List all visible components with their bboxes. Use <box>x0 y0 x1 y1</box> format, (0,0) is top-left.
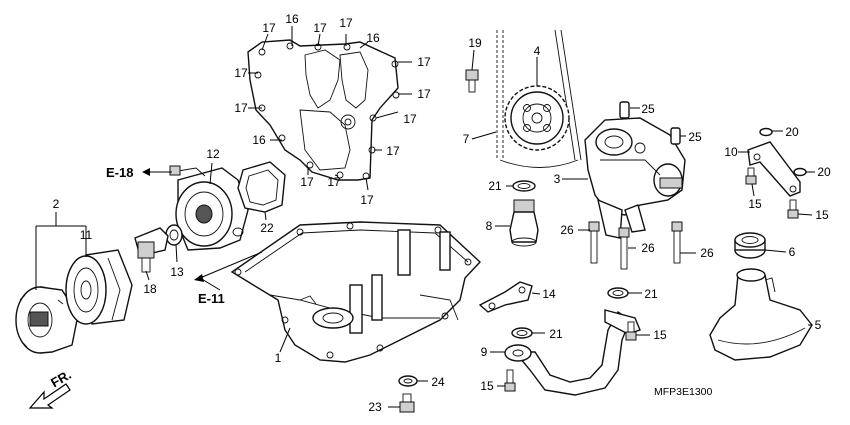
callout-23: 23 <box>368 400 382 414</box>
callout-1: 1 <box>275 351 282 365</box>
oil-strainer <box>709 268 813 361</box>
reference-e18-label: E-18 <box>106 165 133 180</box>
callout-labels: 1 2 3 4 5 6 7 8 9 10 11 12 13 14 15 15 1… <box>53 12 831 414</box>
callout-26-middle: 26 <box>641 241 655 255</box>
reference-e11-label: E-11 <box>198 291 225 306</box>
callout-4: 4 <box>534 44 541 58</box>
oil-pressure-switch <box>509 199 539 247</box>
cable-bracket <box>478 281 533 313</box>
callout-5: 5 <box>815 318 822 332</box>
callout-6: 6 <box>789 245 796 259</box>
callout-17-f: 17 <box>417 55 431 69</box>
callout-17-a: 17 <box>262 21 276 35</box>
leader-lines <box>35 26 815 408</box>
drain-bolt <box>399 393 415 413</box>
callout-26-right: 26 <box>700 246 714 260</box>
callout-25-upper: 25 <box>641 102 655 116</box>
callout-19: 19 <box>468 36 482 50</box>
pipe-bolt-right <box>625 321 637 341</box>
front-direction-arrow <box>28 383 71 409</box>
callout-17-i: 17 <box>386 144 400 158</box>
pump-cover-gasket <box>247 39 400 181</box>
reference-arrow-e18 <box>142 168 172 176</box>
o-ring-right <box>607 287 629 299</box>
callout-9: 9 <box>481 345 488 359</box>
pump-bolt-left <box>588 221 600 264</box>
callout-17-l: 17 <box>360 193 374 207</box>
oil-pump-sprocket <box>504 85 570 151</box>
pump-bolt-middle <box>618 227 630 270</box>
callout-3: 3 <box>554 172 561 186</box>
filter-boss <box>134 227 169 273</box>
callout-17-g: 17 <box>417 87 431 101</box>
reference-arrow-e11 <box>194 251 263 291</box>
filter-boss-o-ring <box>165 224 183 246</box>
callout-14: 14 <box>542 287 556 301</box>
callout-16-left: 16 <box>252 133 266 147</box>
cam-chain <box>496 29 582 168</box>
callout-17-k: 17 <box>327 175 341 189</box>
oil-filter-cartridge <box>65 249 133 325</box>
bracket-bolt-left <box>745 167 757 185</box>
callout-10: 10 <box>724 145 738 159</box>
callout-17-b: 17 <box>313 21 327 35</box>
callout-13: 13 <box>170 265 184 279</box>
oil-pan <box>230 221 481 363</box>
sprocket-bolt <box>465 69 479 93</box>
callout-8: 8 <box>486 219 493 233</box>
callout-17-j: 17 <box>300 175 314 189</box>
pump-bolt-right <box>671 221 683 264</box>
callout-15-bracket: 15 <box>748 197 762 211</box>
oil-pipe <box>504 309 641 396</box>
callout-11: 11 <box>80 228 93 242</box>
callout-15-pipe: 15 <box>653 328 667 342</box>
callout-20-lower: 20 <box>817 165 831 179</box>
callout-21-right: 21 <box>644 287 658 301</box>
oil-pump-assembly <box>584 117 686 239</box>
callout-21-upper: 21 <box>488 179 502 193</box>
callout-17-d: 17 <box>234 66 248 80</box>
callout-24: 24 <box>431 375 445 389</box>
callout-18: 18 <box>143 282 157 296</box>
callout-17-c: 17 <box>339 16 353 30</box>
diagram-code: MFP3E1300 <box>654 386 713 398</box>
washer-upper <box>759 127 773 137</box>
callout-12: 12 <box>206 147 220 161</box>
washer-lower <box>793 167 807 177</box>
callout-20-upper: 20 <box>785 125 799 139</box>
callout-22: 22 <box>260 221 274 235</box>
callout-17-h: 17 <box>403 112 417 126</box>
drain-washer <box>398 375 418 387</box>
callout-7: 7 <box>463 132 470 146</box>
callout-2: 2 <box>53 197 60 211</box>
dowel-pin-upper <box>619 101 630 119</box>
front-direction-label: FR. <box>48 367 74 390</box>
oil-pipe-bracket <box>747 141 801 197</box>
dowel-pin-right <box>670 127 681 145</box>
oil-cooler <box>169 165 249 251</box>
callout-16-right: 16 <box>366 31 380 45</box>
cooler-o-ring <box>237 161 286 213</box>
callout-15-lower: 15 <box>480 379 494 393</box>
oil-filter-wrench-cap <box>15 286 79 354</box>
strainer-seal <box>734 232 766 259</box>
callout-15-right: 15 <box>815 208 829 222</box>
o-ring-lower <box>511 327 533 339</box>
callout-25-right: 25 <box>688 130 702 144</box>
bracket-bolt-right <box>787 199 799 219</box>
callout-26-left: 26 <box>560 223 574 237</box>
o-ring-upper <box>512 180 536 192</box>
callout-21-lower: 21 <box>549 327 563 341</box>
callout-17-e: 17 <box>234 101 248 115</box>
callout-16-top: 16 <box>285 12 299 26</box>
pipe-bolt-lower <box>504 369 516 392</box>
